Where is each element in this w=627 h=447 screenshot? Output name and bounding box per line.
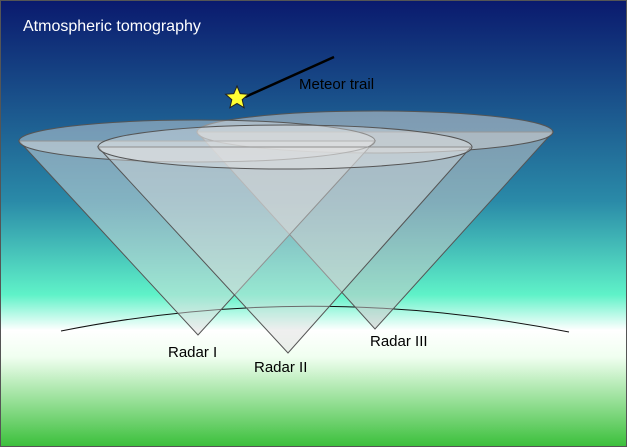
radar-2-cone xyxy=(96,124,473,354)
radar-2-label: Radar II xyxy=(254,359,307,376)
diagram-title: Atmospheric tomography xyxy=(23,18,201,35)
meteor-trail-label: Meteor trail xyxy=(299,76,374,93)
meteor-star-icon xyxy=(224,84,250,109)
radar-2-coverage-ellipse xyxy=(97,124,473,170)
radar-3-label: Radar III xyxy=(370,333,428,350)
earth-curvature-line xyxy=(60,305,570,333)
radar-1-cone xyxy=(17,119,377,336)
meteor-trail-line xyxy=(244,55,335,99)
radar-1-label: Radar I xyxy=(168,344,217,361)
radar-1-coverage-ellipse xyxy=(18,119,376,163)
